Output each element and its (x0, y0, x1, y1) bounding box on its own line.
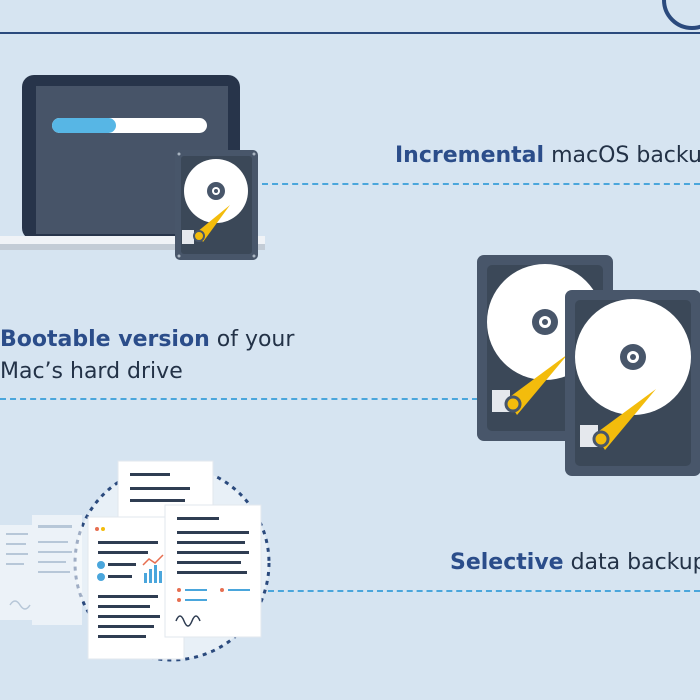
documents-illustration (0, 460, 271, 662)
feature-text-line2: Mac’s hard drive (0, 359, 183, 384)
feature-text: data backup (563, 550, 700, 575)
document-icon (164, 504, 262, 638)
connector-line-selective (268, 590, 700, 592)
header-badge-icon (662, 0, 700, 30)
feature-highlight: Selective (450, 550, 564, 575)
connector-line-incremental (262, 183, 700, 185)
hard-drive-icon (565, 290, 700, 476)
feature-incremental: Incremental macOS backup (395, 140, 700, 172)
document-icon (0, 515, 82, 625)
feature-text: of your (209, 327, 295, 352)
feature-highlight: Bootable version (0, 327, 210, 352)
feature-highlight: Incremental (395, 143, 545, 168)
feature-selective: Selective data backup (450, 547, 700, 579)
header-divider (0, 32, 700, 34)
hard-drives-pair-icon (477, 255, 700, 476)
laptop-icon (0, 75, 265, 260)
connector-line-bootable (0, 398, 478, 400)
feature-bootable: Bootable version of your Mac’s hard driv… (0, 324, 294, 388)
hard-drive-icon (175, 150, 258, 260)
feature-text: macOS backup (544, 143, 700, 168)
